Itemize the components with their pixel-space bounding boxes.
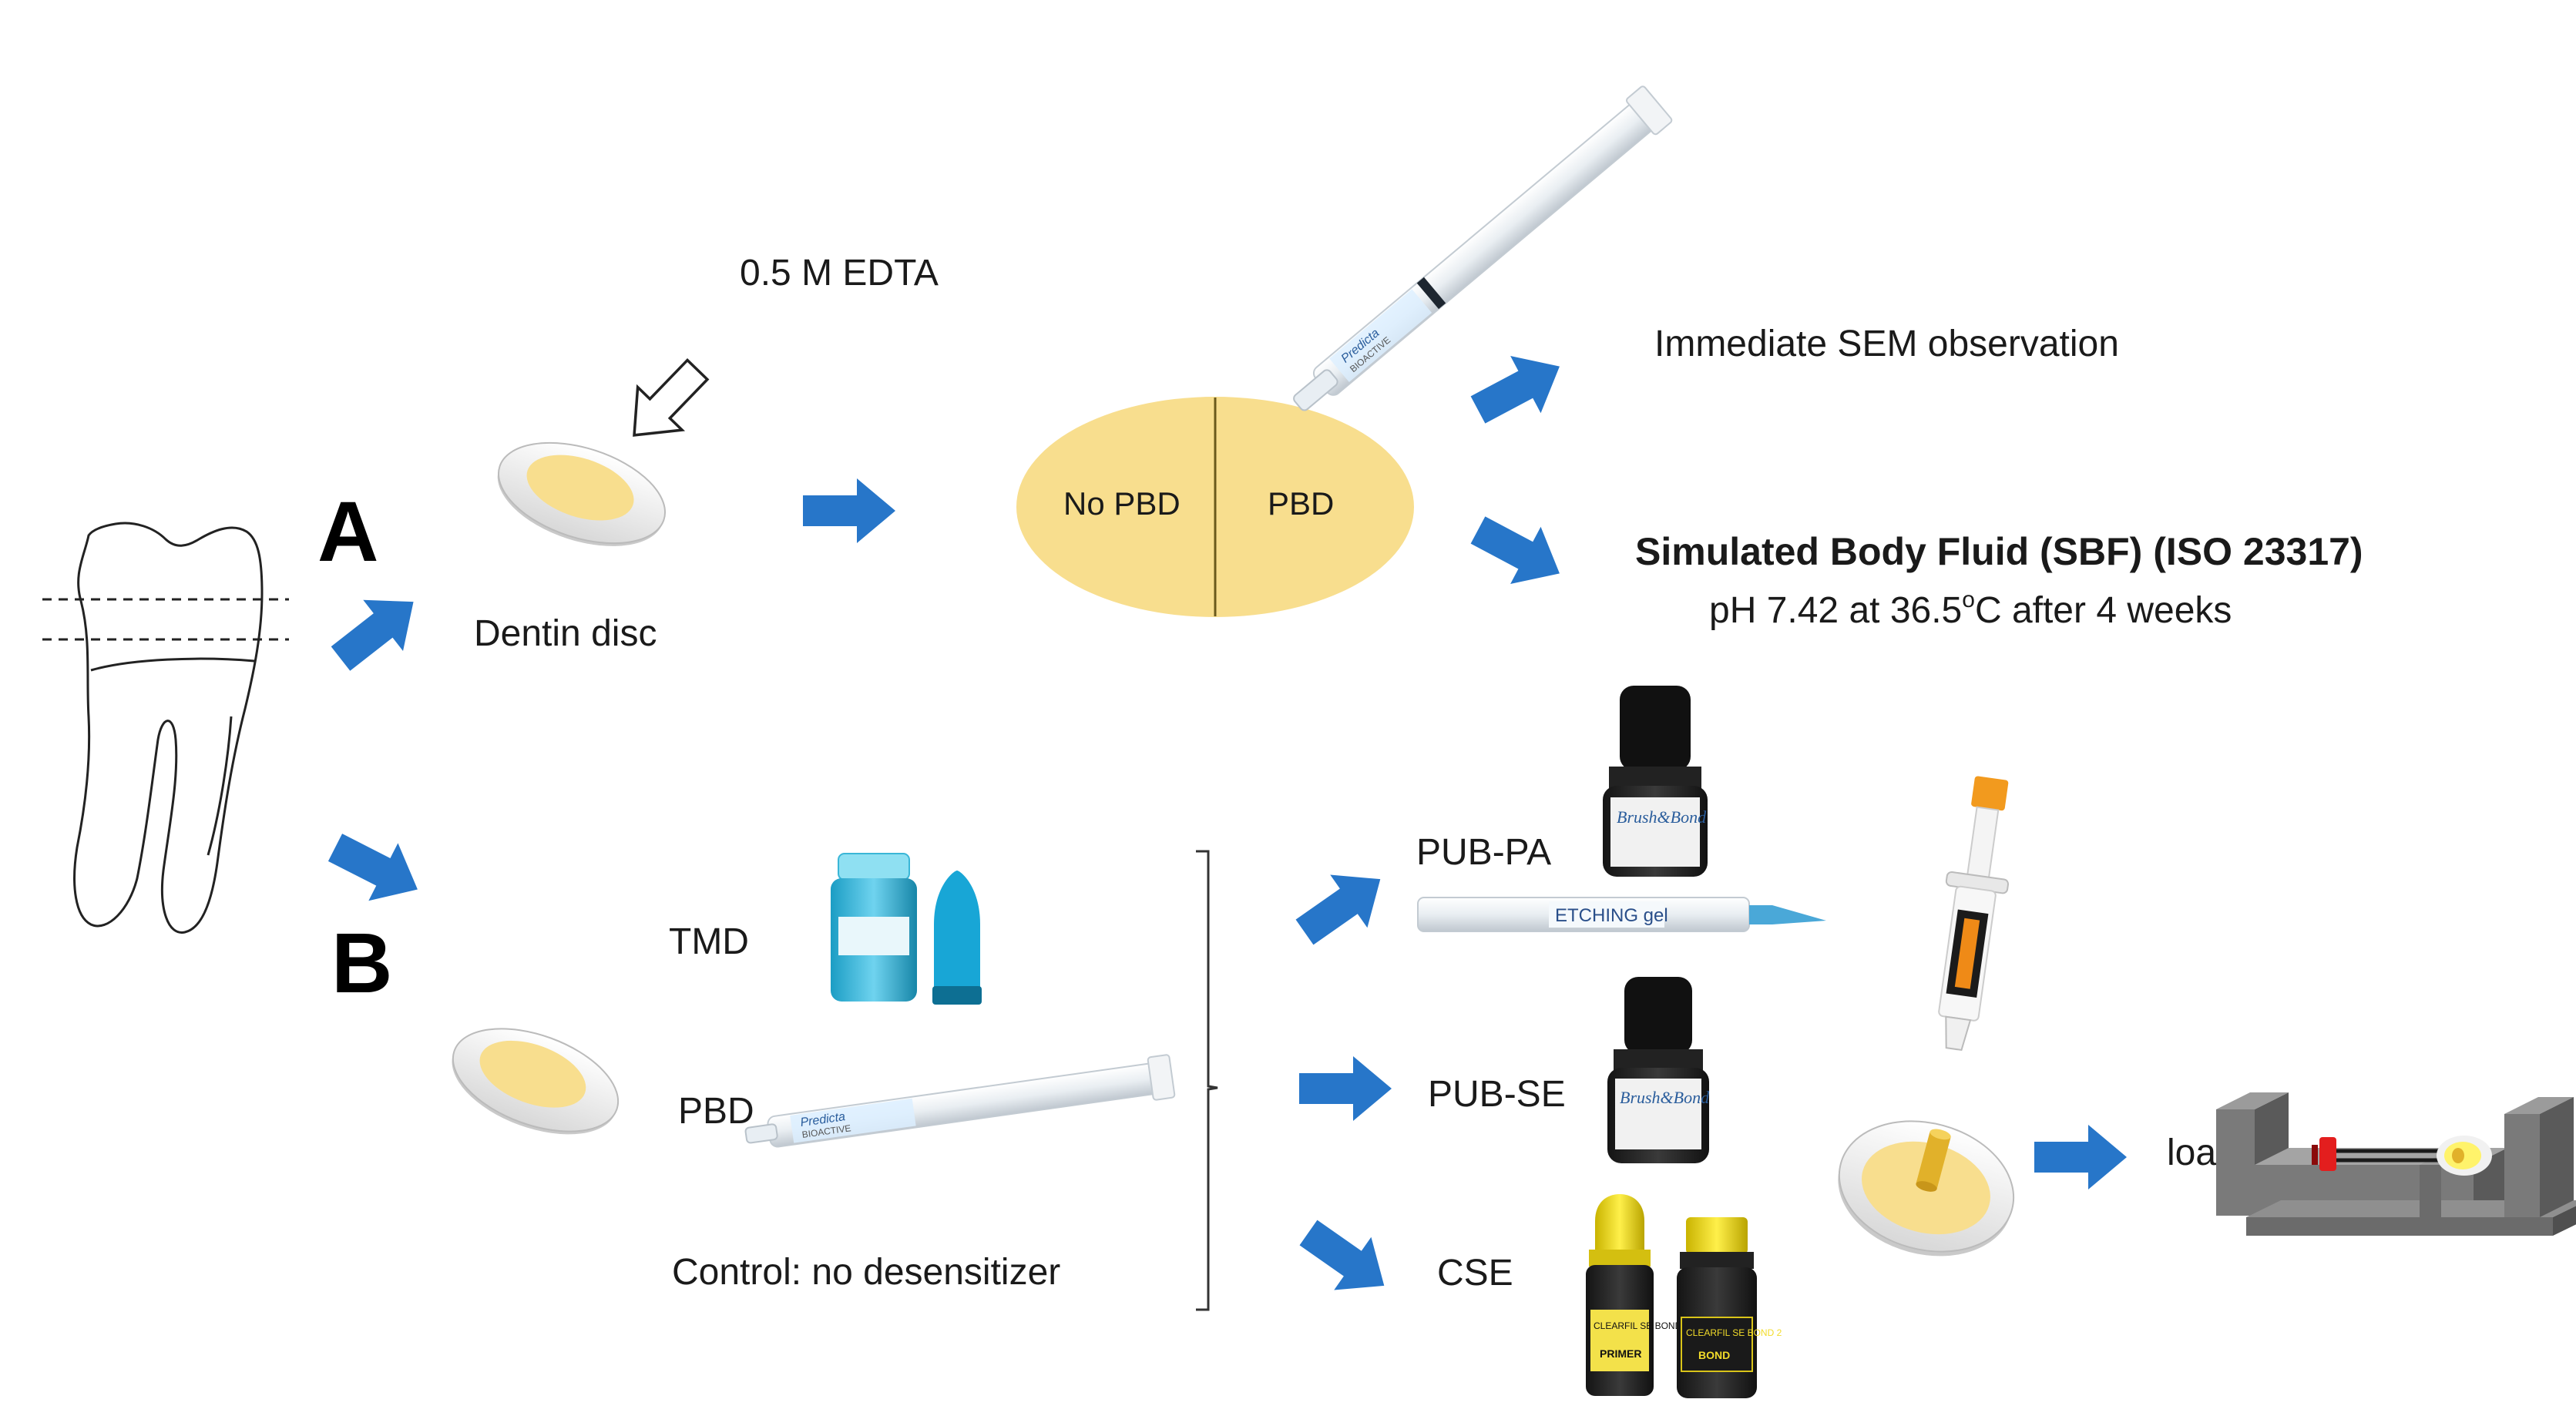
pub-pa-label: PUB-PA [1416,832,1551,873]
section-lines [42,598,289,641]
dentin-disc-label: Dentin disc [474,613,657,654]
tmd-bottles [831,853,982,1005]
clearfil-label-bond: CLEARFIL SE BOND 2 [1686,1327,1782,1338]
pbd-half-label: PBD [1268,485,1334,522]
immediate-sem-label: Immediate SEM observation [1654,324,2119,364]
arrow-to-sbf [1463,501,1575,602]
predicta-syringe-top: Predicta BIOACTIVE [1293,86,1673,411]
arrow-to-cse [1289,1206,1403,1313]
etching-gel-syringe: ETCHING gel [1417,897,1826,932]
testing-fixture [2216,1092,2576,1236]
section-a-letter: A [317,485,378,579]
arrow-to-sem [1463,337,1575,439]
arrow-to-pub-se [1299,1056,1392,1121]
arrow-disc-to-split [803,478,895,543]
clearfil-se-bottles: CLEARFIL SE BOND 2 PRIMER CLEARFIL SE BO… [1586,1194,1782,1398]
section-b-letter: B [331,916,392,1011]
clearfil-bond-text: BOND [1698,1349,1730,1361]
pbd-label: PBD [678,1091,754,1132]
arrow-to-load [2034,1125,2127,1189]
arrow-to-pub-pa [1285,852,1399,959]
cse-label: CSE [1437,1253,1513,1293]
arrow-tooth-to-b [320,818,432,918]
split-disc [1016,397,1414,617]
group-bracket [1196,850,1218,1311]
clearfil-primer-text: PRIMER [1600,1347,1641,1360]
clearfil-label-primer: CLEARFIL SE BOND 2 [1594,1320,1690,1331]
control-label: Control: no desensitizer [672,1252,1060,1293]
bonded-disc-specimen [1838,1120,2015,1257]
sbf-conditions-sup: o [1962,587,1975,612]
etching-gel-text: ETCHING gel [1555,905,1668,926]
brush-bond-bottle-1: Brush&Bond [1603,686,1708,877]
sbf-title: Simulated Body Fluid (SBF) (ISO 23317) [1635,530,2363,573]
brush-bond-label-1: Brush&Bond [1617,807,1707,827]
brush-bond-bottle-2: Brush&Bond [1607,977,1710,1163]
sbf-conditions-pre: pH 7.42 at 36.5 [1709,590,1962,631]
dentin-disc-a [497,441,667,546]
tooth-illustration [73,522,264,934]
no-pbd-label: No PBD [1063,485,1181,522]
composite-syringe [1938,776,2010,1052]
sbf-conditions-post: C after 4 weeks [1975,590,2232,631]
dentin-disc-b [452,1028,620,1135]
pub-se-label: PUB-SE [1428,1074,1566,1115]
edta-arrow [633,358,710,437]
arrow-tooth-to-disc [321,576,434,685]
sbf-conditions: pH 7.42 at 36.5oC after 4 weeks [1709,587,2232,631]
tmd-label: TMD [669,921,749,962]
edta-label: 0.5 M EDTA [740,253,939,294]
brush-bond-label-2: Brush&Bond [1620,1088,1710,1107]
predicta-syringe-b: Predicta BIOACTIVE [744,1054,1176,1148]
